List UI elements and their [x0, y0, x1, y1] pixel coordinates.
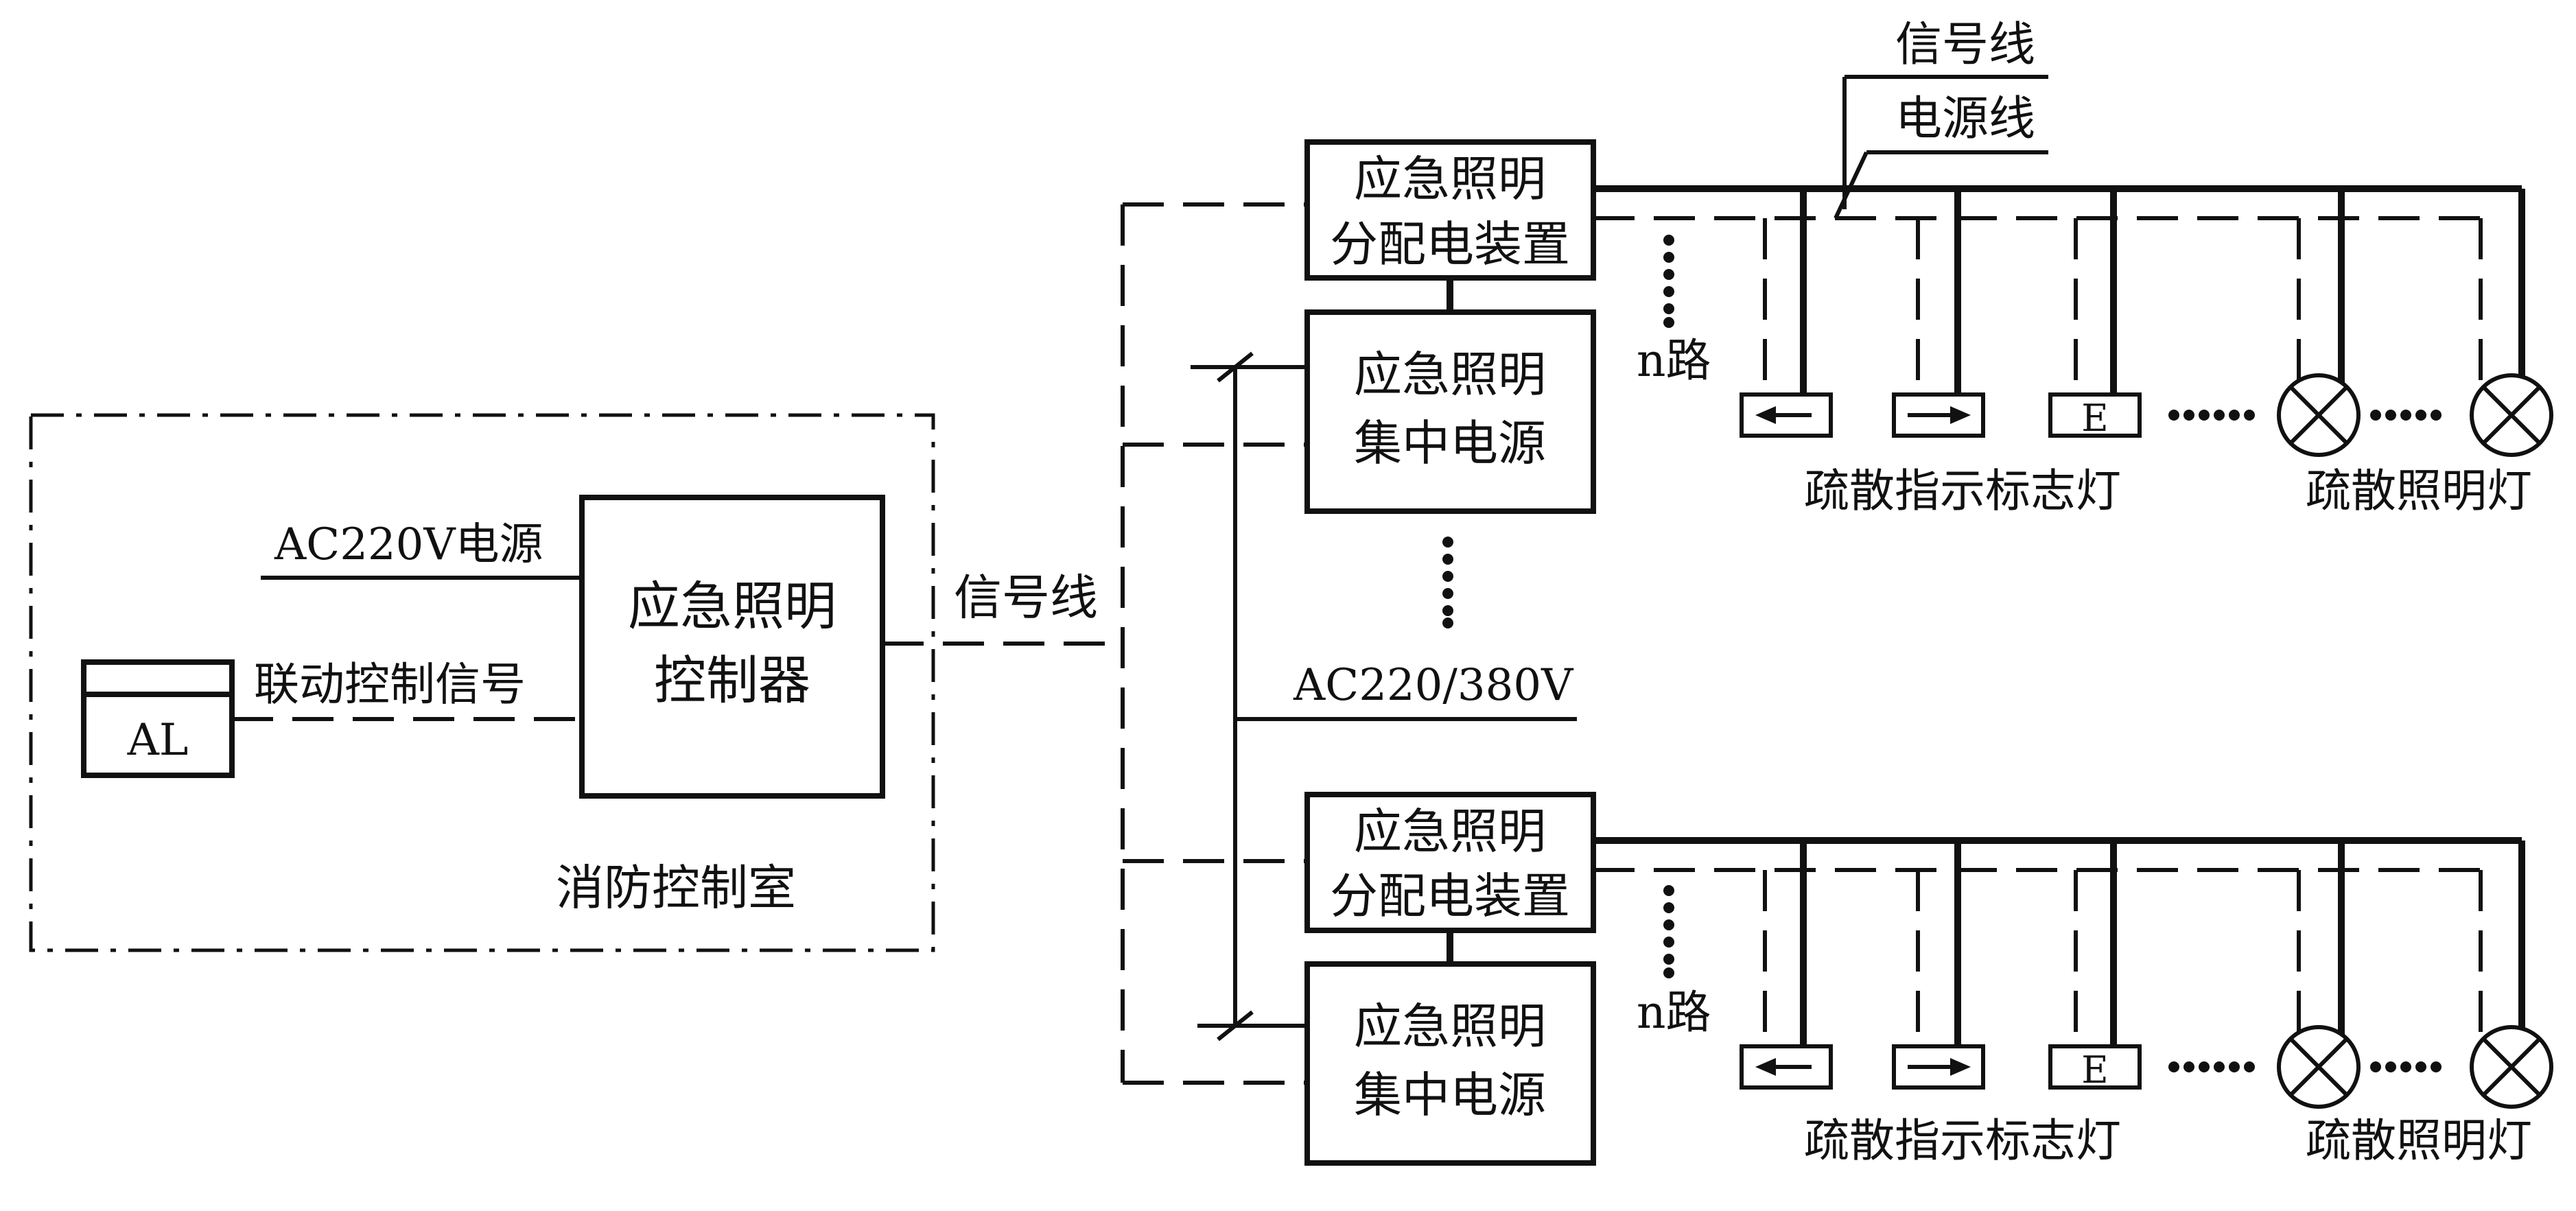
distribution-box-1-line1: 应急照明 [1354, 151, 1546, 207]
exit-sign-label-1: 疏散指示标志灯 [1804, 465, 2121, 517]
distribution-box-2-line1: 应急照明 [1354, 803, 1546, 860]
arrow-left-icon [1755, 1058, 1812, 1076]
lighting-group-2: 应急照明 分配电装置 应急照明 集中电源 n路 [1304, 792, 2553, 1167]
legend-power-label: 电源线 [1895, 92, 2035, 146]
ac220v-power-label: AC220V电源 [274, 519, 543, 570]
emergency-lamp-icon [2277, 1025, 2361, 1109]
lamp-continuation-dots-1 [2370, 410, 2442, 421]
distribution-box-2-line2: 分配电装置 [1330, 868, 1570, 924]
line-legend: 信号线 电源线 [1834, 18, 2048, 220]
lighting-label-1: 疏散照明灯 [2306, 465, 2532, 517]
sign-continuation-dots-2 [2168, 1061, 2255, 1072]
n-circuits-label-1: n路 [1637, 334, 1711, 387]
fire-control-room-boundary [29, 413, 935, 952]
distribution-box-1-line2: 分配电装置 [1330, 216, 1570, 272]
exit-e-icon: E [2081, 1048, 2108, 1092]
power-source-1-line2: 集中电源 [1354, 415, 1546, 471]
circuit-continuation-dots-1 [1663, 235, 1674, 328]
exit-sign-e-2: E [2048, 1044, 2142, 1092]
n-circuits-label-2: n路 [1637, 986, 1711, 1039]
exit-sign-right-2 [1892, 1044, 1985, 1090]
arrow-right-icon [1908, 1058, 1971, 1076]
lighting-label-2: 疏散照明灯 [2306, 1114, 2532, 1167]
exit-sign-left-2 [1740, 1044, 1833, 1090]
group-continuation-dots [1442, 537, 1453, 628]
emergency-lighting-controller: 应急照明 控制器 [579, 495, 885, 799]
supply-voltage-label: AC220/380V [1293, 660, 1574, 711]
emergency-lamp-icon [2470, 373, 2553, 457]
al-label: AL [127, 715, 189, 766]
power-source-2-line2: 集中电源 [1354, 1067, 1546, 1123]
exit-sign-left-1 [1740, 392, 1833, 438]
sign-continuation-dots-1 [2168, 410, 2255, 421]
lighting-group-1: 应急照明 分配电装置 应急照明 集中电源 n路 [1304, 139, 2553, 517]
arrow-right-icon [1908, 406, 1971, 424]
emergency-lamp-icon [2470, 1025, 2553, 1109]
exit-sign-right-1 [1892, 392, 1985, 438]
exit-sign-e-1: E [2048, 392, 2142, 440]
emergency-lamp-icon [2277, 373, 2361, 457]
legend-signal-label: 信号线 [1895, 18, 2035, 72]
circuit-continuation-dots-2 [1663, 885, 1674, 978]
fire-control-room-label: 消防控制室 [556, 860, 796, 916]
power-source-2-line1: 应急照明 [1354, 998, 1546, 1055]
lamp-continuation-dots-2 [2370, 1061, 2442, 1072]
al-panel: AL [81, 659, 235, 778]
power-source-1-line1: 应急照明 [1354, 346, 1546, 403]
exit-sign-label-2: 疏散指示标志灯 [1804, 1114, 2121, 1167]
linkage-signal-label: 联动控制信号 [254, 658, 526, 711]
exit-e-icon: E [2081, 397, 2108, 440]
arrow-left-icon [1755, 406, 1812, 424]
controller-line1: 应急照明 [628, 576, 836, 637]
main-signal-line-label: 信号线 [954, 569, 1098, 626]
controller-line2: 控制器 [654, 650, 810, 711]
